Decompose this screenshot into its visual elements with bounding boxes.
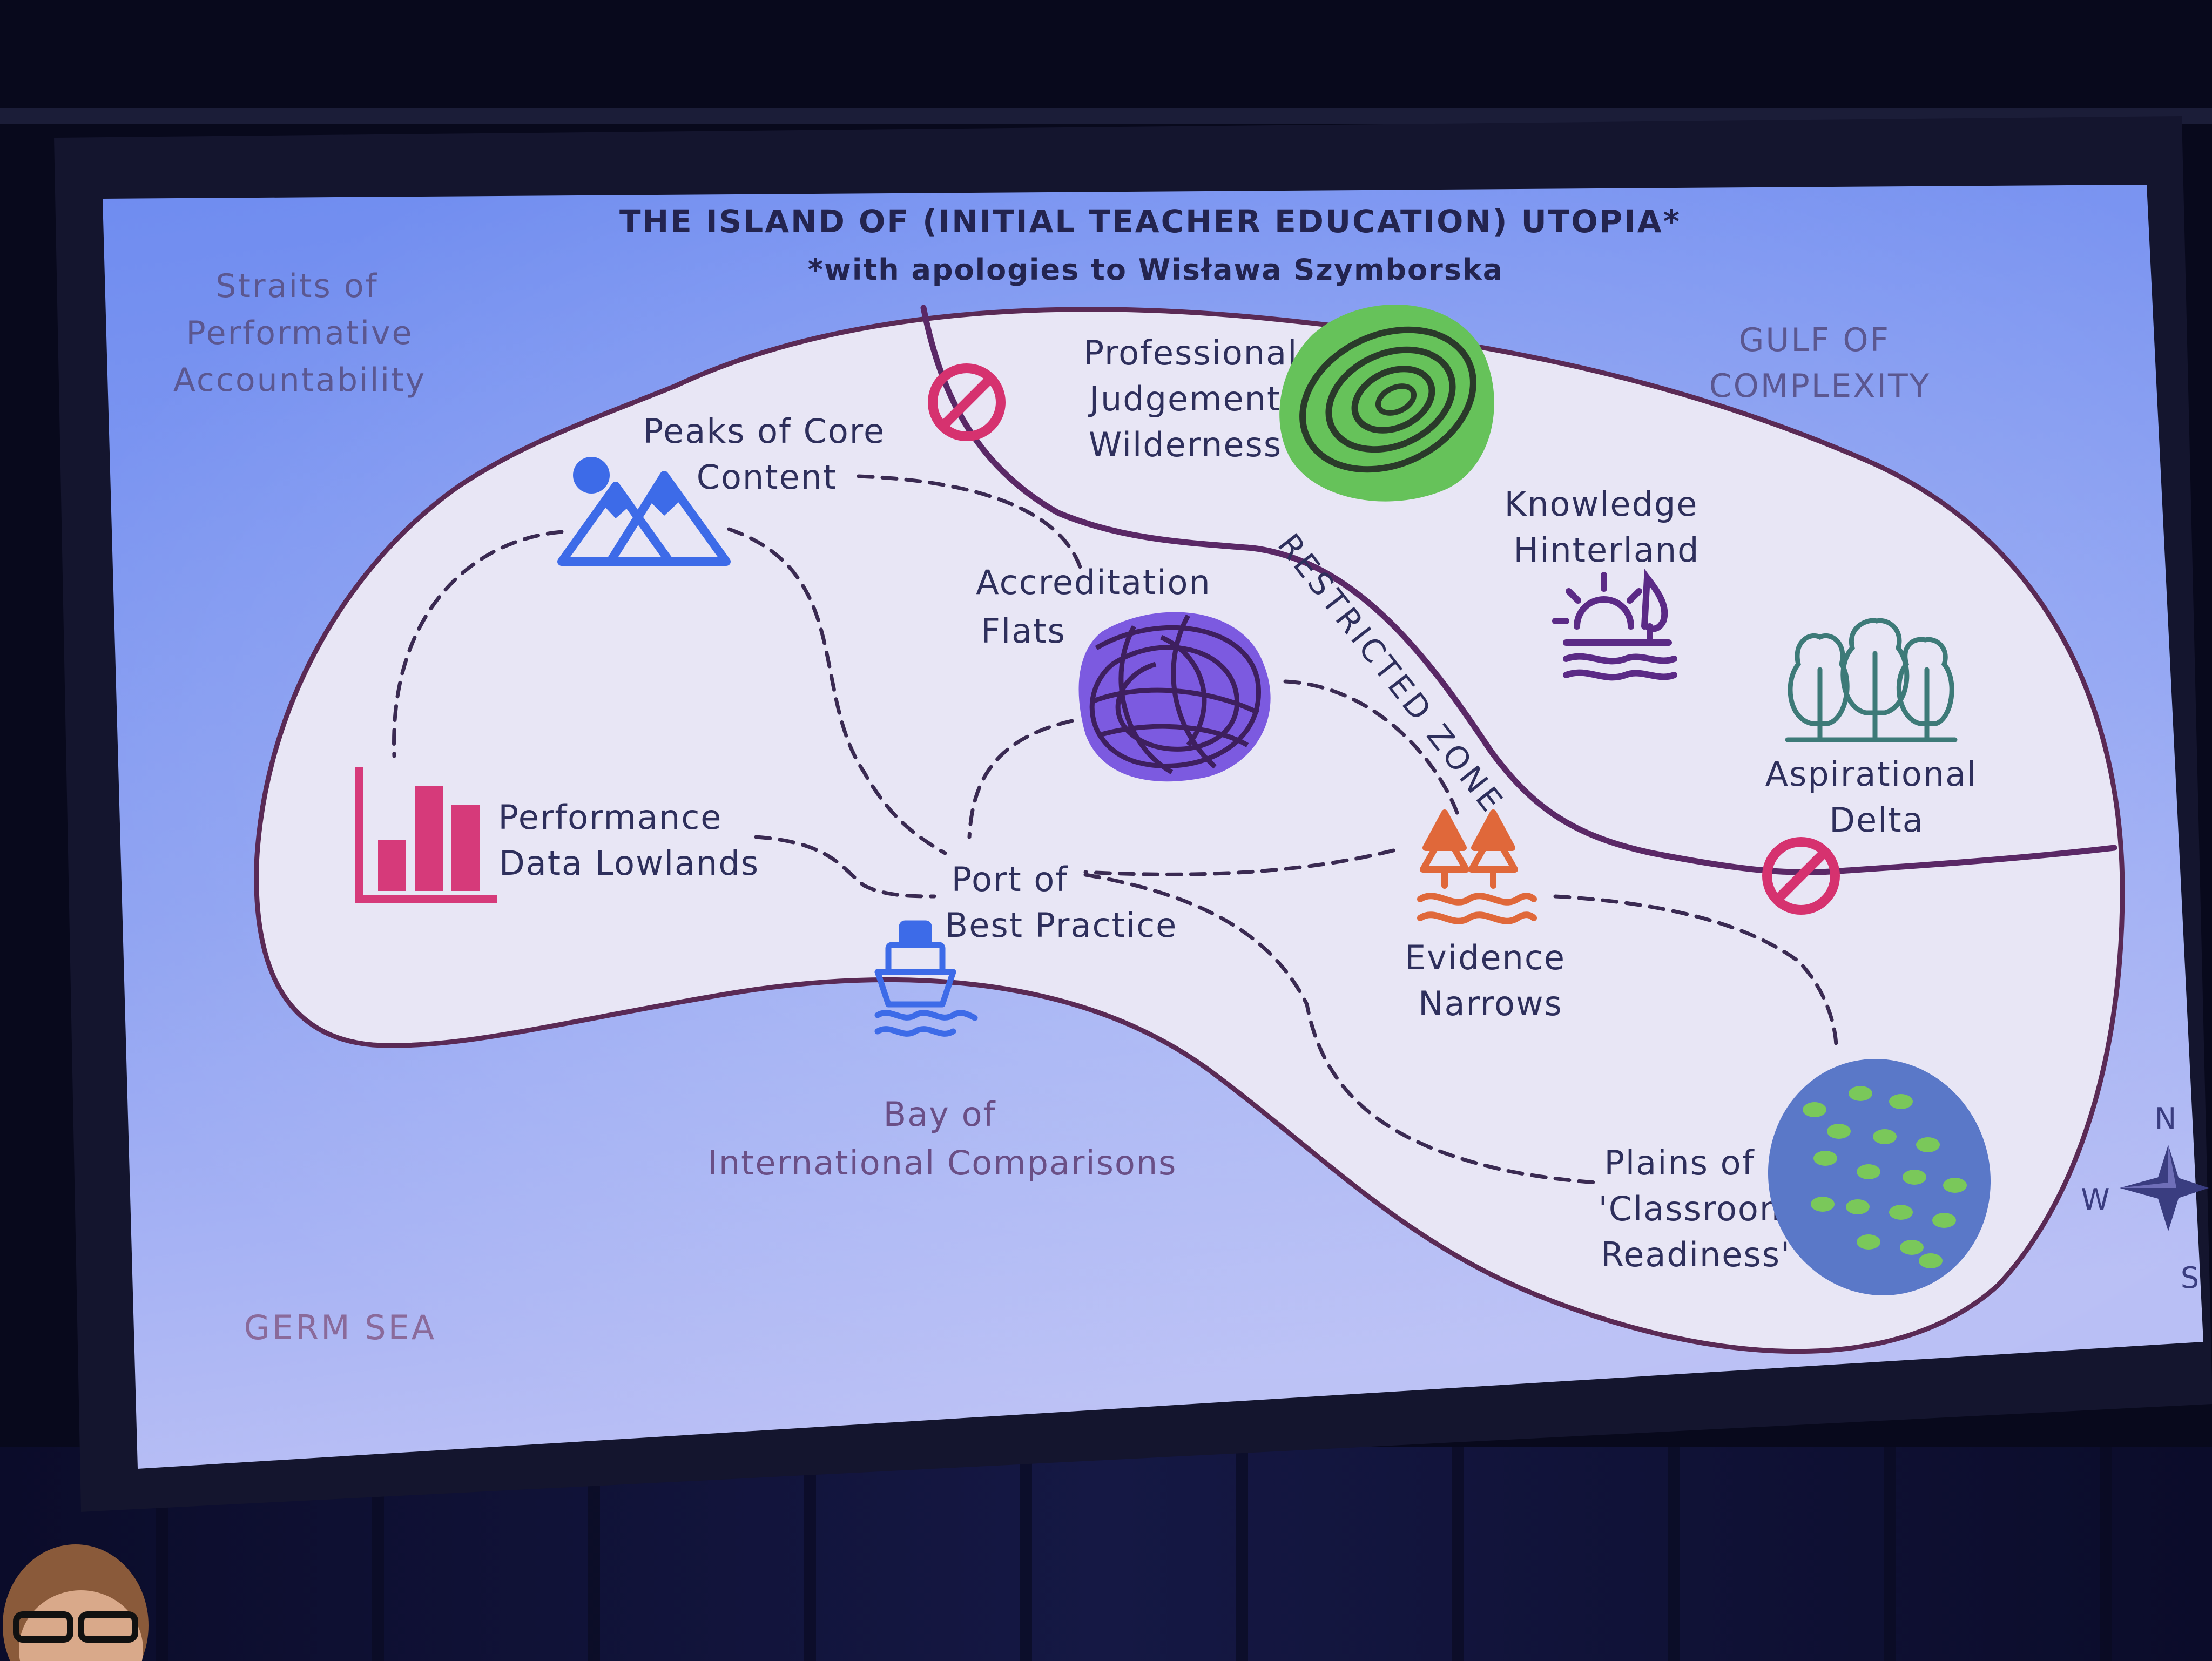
straits-line-1: Straits of	[215, 267, 378, 305]
mountains-icon	[557, 457, 731, 566]
audience-head	[3, 1544, 149, 1661]
wilderness-label-2: Judgement	[1088, 379, 1282, 418]
compass-south: S	[2181, 1261, 2199, 1295]
map-title: THE ISLAND OF (INITIAL TEACHER EDUCATION…	[619, 203, 1681, 240]
wilderness-label-3: Wilderness	[1089, 425, 1282, 464]
dashed-routes	[392, 474, 1838, 1185]
compass-north: N	[2155, 1102, 2176, 1136]
island	[254, 307, 2125, 1354]
ship-icon	[874, 920, 978, 1037]
evidence-label-1: Evidence	[1405, 938, 1566, 977]
scribble-blob-icon	[1078, 612, 1271, 782]
peaks-label-2: Content	[697, 457, 838, 497]
gulf-label: GULF OF COMPLEXITY	[1709, 321, 1931, 405]
aspirational-label-2: Delta	[1829, 800, 1924, 840]
germ-sea-label: GERM SEA	[244, 1308, 436, 1347]
aspirational-label-1: Aspirational	[1765, 754, 1978, 794]
straits-line-3: Accountability	[173, 361, 426, 399]
restricted-zone-line	[920, 305, 2117, 875]
bay-line-1: Bay of	[884, 1095, 996, 1134]
knowledge-label-2: Hinterland	[1514, 530, 1700, 570]
trees-waves-icon	[1417, 809, 1537, 924]
compass-rose-icon	[2120, 1145, 2209, 1231]
no-entry-icon	[1762, 837, 1840, 915]
peaks-label-1: Peaks of Core	[643, 411, 885, 451]
straits-label: Straits of Performative Accountability	[173, 267, 426, 399]
no-entry-icon	[928, 363, 1006, 441]
bar-chart-icon	[355, 767, 497, 903]
port-label-1: Port of	[952, 860, 1069, 899]
plains-label-1: Plains of	[1604, 1143, 1755, 1183]
bay-label: Bay of International Comparisons	[708, 1095, 1177, 1183]
map-subtitle: *with apologies to Wisława Szymborska	[808, 253, 1503, 287]
evidence-label-2: Narrows	[1418, 984, 1563, 1023]
contour-blob-icon	[1279, 305, 1494, 502]
port-label-2: Best Practice	[945, 906, 1178, 945]
straits-line-2: Performative	[186, 314, 414, 352]
accreditation-label-1: Accreditation	[976, 563, 1211, 602]
dotted-oval-icon	[1768, 1058, 1991, 1296]
compass-west: W	[2081, 1183, 2109, 1217]
gulf-line-1: GULF OF	[1739, 321, 1890, 359]
bay-line-2: International Comparisons	[708, 1143, 1177, 1183]
trees-icon	[1785, 618, 1958, 742]
plains-label-3: Readiness'	[1601, 1235, 1791, 1274]
performance-label-1: Performance	[498, 798, 723, 837]
accreditation-label-2: Flats	[981, 611, 1066, 651]
gulf-line-2: COMPLEXITY	[1709, 367, 1931, 405]
plains-label-2: 'Classroom	[1599, 1189, 1793, 1228]
performance-label-2: Data Lowlands	[499, 843, 759, 883]
knowledge-label-1: Knowledge	[1505, 484, 1698, 524]
wilderness-label-1: Professional	[1084, 333, 1298, 373]
sunrise-tree-icon	[1552, 569, 1677, 681]
